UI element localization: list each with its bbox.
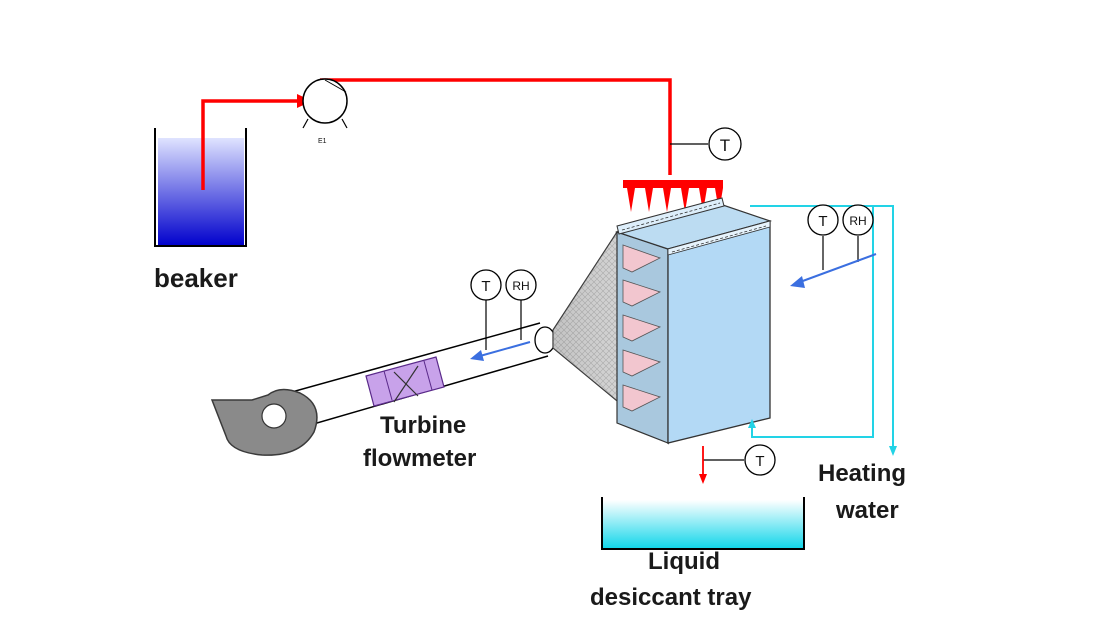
liquid-desiccant-tray [601,497,805,550]
dehumidifier-module [614,197,773,444]
svg-text:T: T [755,453,764,470]
tray-label-line1: Liquid [648,548,720,575]
svg-text:T: T [818,213,827,230]
turbine-flowmeter-label-line2: flowmeter [363,445,476,472]
heating-water-line [750,205,894,450]
duct-connector [534,326,556,354]
svg-text:RH: RH [849,214,866,228]
blower-fan [210,388,318,456]
tray-liquid [603,500,803,548]
svg-text:T: T [720,136,730,155]
heating-water-label-line2: water [835,497,899,524]
tray-label-line2: desiccant tray [590,584,752,611]
beaker-liquid [158,138,244,246]
beaker [154,128,247,247]
beaker-wall [154,128,247,247]
sensor-outlet-temperature: T [807,204,839,270]
pump-tag: E1 [318,138,327,145]
duct-airflow-arrow [470,341,531,361]
heating-water-return-arrow [889,446,897,456]
solution-supply-line [201,78,672,190]
turbine-flowmeter-label-line1: Turbine [380,412,466,439]
pump: E1 [302,78,348,145]
beaker-label: beaker [154,263,238,293]
sensor-drain-temperature: T [703,444,776,476]
turbine-flowmeter [365,356,445,407]
sensor-duct-humidity: RH [505,269,537,340]
tray-wall [601,497,805,550]
outlet-airflow-arrow [790,253,877,288]
drain-drip-arrow [699,446,707,484]
heating-water-label-line1: Heating [818,460,906,487]
sensor-outlet-humidity: RH [842,204,874,262]
heating-water-supply-arrow [748,419,756,428]
sensor-top-temperature: T [670,127,742,161]
sensor-duct-temperature: T [470,269,502,350]
svg-text:T: T [481,278,490,295]
svg-text:RH: RH [512,279,529,293]
